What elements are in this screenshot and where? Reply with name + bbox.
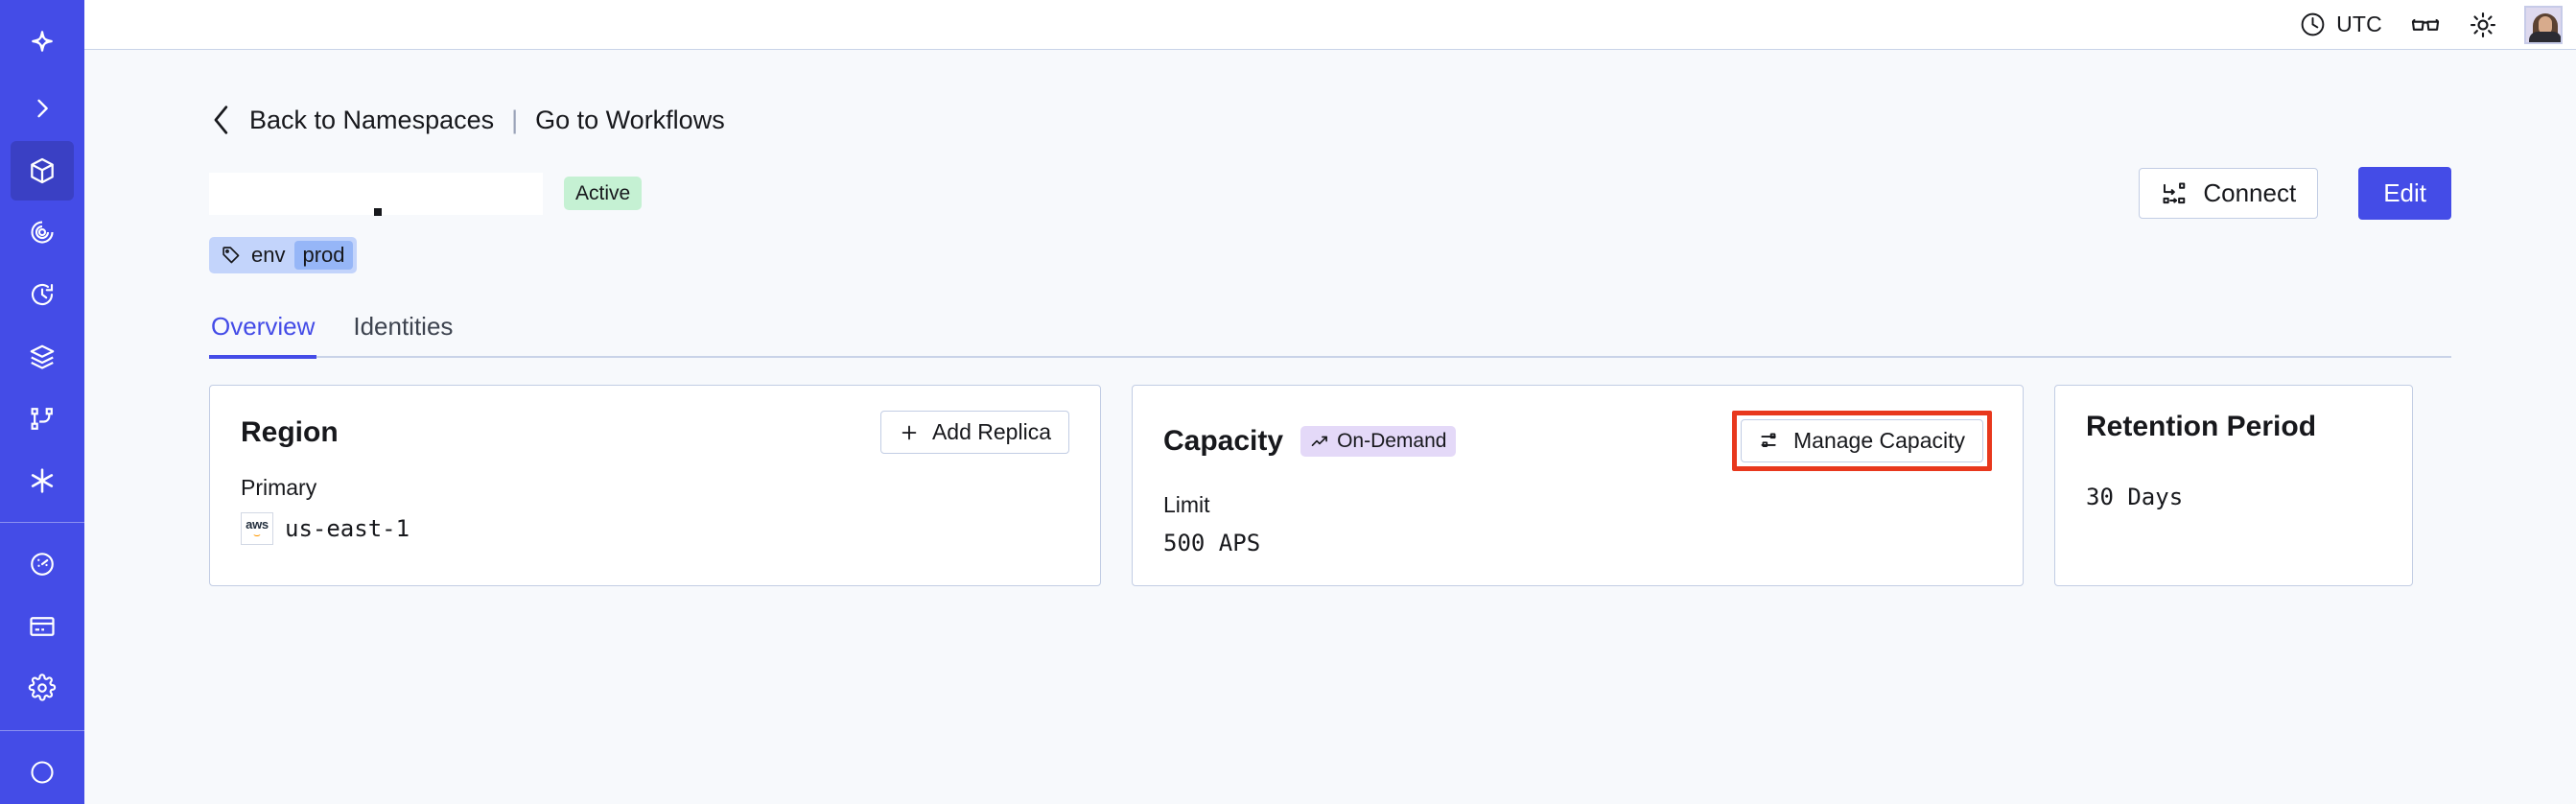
- breadcrumb-separator: |: [511, 105, 519, 134]
- aws-logo-swoosh: ⌣: [253, 527, 261, 541]
- title-truncation-dot: [374, 207, 382, 216]
- main-area: UTC: [84, 0, 2576, 804]
- sidebar-item-workflows[interactable]: [11, 326, 74, 387]
- tab-identities[interactable]: Identities: [353, 312, 454, 341]
- chevron-left-icon[interactable]: [209, 104, 234, 136]
- capacity-limit-value: 500 APS: [1163, 530, 1261, 556]
- region-card-header: Region Add Replica: [241, 411, 1069, 454]
- retention-card-title: Retention Period: [2086, 411, 2317, 442]
- tag-key: env: [251, 243, 286, 267]
- go-to-workflows-link[interactable]: Go to Workflows: [535, 105, 725, 134]
- sidebar-item-nexus[interactable]: [11, 389, 74, 449]
- sidebar-item-expand-sidebar[interactable]: [11, 79, 74, 139]
- timezone-selector[interactable]: UTC: [2299, 11, 2382, 38]
- user-avatar[interactable]: [2524, 5, 2563, 44]
- tag-icon: [221, 245, 242, 266]
- namespace-tags: env prod: [209, 237, 2451, 273]
- edit-button[interactable]: Edit: [2358, 167, 2451, 220]
- overview-cards: Region Add Replica Primary: [209, 385, 2451, 586]
- sidebar-divider-bottom: [0, 729, 84, 731]
- page-title: [209, 172, 543, 215]
- tab-bar: Overview Identities: [209, 306, 2451, 359]
- avatar-body: [2529, 31, 2561, 42]
- retention-value: 30 Days: [2086, 484, 2184, 510]
- namespace-header: Active Connect: [209, 167, 2451, 220]
- clock-icon: [2299, 11, 2327, 38]
- sidebar-item-help[interactable]: [11, 743, 74, 803]
- plus-icon: [899, 422, 920, 443]
- connect-button[interactable]: Connect: [2139, 168, 2319, 219]
- capacity-card-title: Capacity: [1163, 424, 1284, 457]
- avatar-face: [2539, 15, 2552, 35]
- status-badge: Active: [564, 176, 643, 211]
- page-content: Back to Namespaces | Go to Workflows Act…: [84, 50, 2576, 804]
- temporal-compass-logo-icon[interactable]: [11, 8, 74, 75]
- breadcrumb: Back to Namespaces | Go to Workflows: [209, 104, 2451, 136]
- add-replica-button[interactable]: Add Replica: [879, 411, 1069, 454]
- sidebar-item-usage[interactable]: [11, 534, 74, 595]
- connect-flow-icon: [2161, 180, 2188, 207]
- sidebar-item-settings[interactable]: [11, 658, 74, 719]
- region-card-title: Region: [241, 415, 339, 448]
- connect-button-label: Connect: [2203, 178, 2297, 207]
- retention-card-header: Retention Period: [2086, 411, 2381, 443]
- sidebar-divider: [0, 521, 84, 523]
- sidebar-item-integrations[interactable]: [11, 450, 74, 510]
- trend-up-icon: [1310, 432, 1329, 451]
- capacity-card: Capacity On-Demand: [1132, 385, 2024, 586]
- tag-value: prod: [294, 241, 353, 270]
- sliders-icon: [1759, 430, 1781, 452]
- aws-logo-text: aws: [246, 516, 269, 532]
- sidebar-item-observability[interactable]: [11, 202, 74, 263]
- top-bar: UTC: [84, 0, 2576, 50]
- sidebar-item-schedules[interactable]: [11, 265, 74, 325]
- left-sidebar: [0, 0, 84, 804]
- region-primary-label: Primary: [241, 475, 317, 500]
- add-replica-label: Add Replica: [931, 419, 1051, 444]
- tab-overview[interactable]: Overview: [209, 306, 317, 359]
- sidebar-item-billing[interactable]: [11, 596, 74, 656]
- capacity-mode-badge: On-Demand: [1300, 425, 1457, 457]
- manage-capacity-label: Manage Capacity: [1793, 428, 1965, 453]
- aws-logo-icon: aws ⌣: [241, 512, 273, 545]
- timezone-label: UTC: [2336, 12, 2382, 36]
- region-primary-value: us-east-1: [285, 515, 410, 542]
- glasses-icon[interactable]: [2409, 9, 2442, 41]
- region-primary-value-row: aws ⌣ us-east-1: [241, 512, 1069, 545]
- back-to-namespaces-link[interactable]: Back to Namespaces: [249, 105, 495, 134]
- capacity-limit-label: Limit: [1163, 492, 1210, 517]
- capacity-mode-label: On-Demand: [1337, 429, 1447, 452]
- retention-card: Retention Period 30 Days: [2054, 385, 2413, 586]
- sidebar-item-namespaces[interactable]: [11, 140, 74, 201]
- capacity-card-header: Capacity On-Demand: [1163, 411, 1992, 471]
- sun-icon[interactable]: [2469, 11, 2497, 39]
- region-card: Region Add Replica Primary: [209, 385, 1101, 586]
- tag-env[interactable]: env prod: [209, 237, 357, 273]
- manage-capacity-button[interactable]: Manage Capacity: [1741, 419, 1983, 462]
- manage-capacity-highlight: Manage Capacity: [1732, 411, 1992, 471]
